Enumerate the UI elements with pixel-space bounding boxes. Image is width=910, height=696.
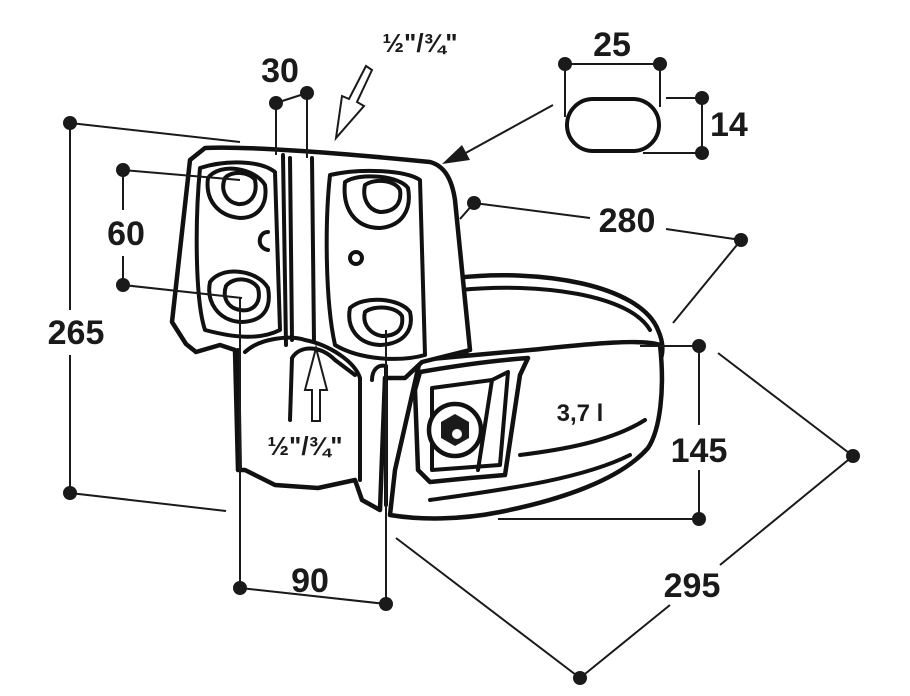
dim-label-14: 14 [710,106,748,144]
left-upper-slot-inner [221,171,258,207]
right-lower-slot-outer [347,297,413,347]
bowl-lower-edge [518,418,647,457]
dimension-280: 280 [459,196,748,324]
drinking-bowl-illustration [169,145,665,521]
dimension-60: 60 [107,163,243,299]
left-small-hole [257,230,270,252]
left-lower-slot-inner [222,277,261,313]
left-mounting-panel [194,160,282,339]
right-mounting-panel [324,168,427,361]
dimension-145: 145 [498,339,727,526]
central-rib-left [281,153,288,347]
dim-endpoint [692,339,706,353]
dim-label-90: 90 [291,562,329,600]
dim-endpoint [653,57,667,71]
left-upper-slot-outer [205,166,268,220]
right-upper-slot-inner [362,178,403,214]
dim-endpoint [558,57,572,71]
dim-endpoint [379,597,393,611]
valve-housing-bevel [476,378,494,472]
dimension-90: 90 [233,298,393,611]
dim-endpoint [116,163,130,177]
valve-pin [452,429,462,439]
central-rib-right [310,156,316,344]
dim-endpoint [300,86,314,100]
left-lower-slot-outer [207,269,271,324]
central-rib-inner [288,156,294,342]
bottom-inlet-label: ½"/¾" [267,431,342,461]
dimension-30: 30 [261,52,314,158]
bottom-inlet-callout: ½"/¾" [267,344,343,461]
right-upper-slot-outer [342,174,411,230]
top-inlet-callout: ½"/¾" [334,28,458,142]
dim-label-60: 60 [107,215,145,253]
right-small-hole [348,250,364,266]
dimension-265: 265 [48,116,241,512]
bowl-rim-inner [458,285,652,332]
slot-pointer-arrow-icon [442,145,470,164]
dim-label-280: 280 [599,202,656,240]
lower-inlet-block [243,335,362,482]
volume-label: 3,7 l [557,400,604,427]
back-plate [169,145,473,513]
dim-endpoint [269,96,283,110]
dim-endpoint [846,449,860,463]
dim-endpoint [695,91,709,105]
dim-endpoint [467,196,481,210]
dim-label-30: 30 [261,52,299,90]
dim-endpoint [573,671,587,685]
lower-inlet-boss [288,346,357,422]
slot-shape [565,97,661,153]
dim-endpoint [233,581,247,595]
dimension-295: 295 [395,352,860,685]
top-inlet-arrow-icon [334,64,374,142]
dim-endpoint [734,233,748,247]
dim-label-145: 145 [671,432,728,470]
dim-endpoint [695,146,709,160]
bottom-inlet-arrow-icon [303,344,329,422]
top-inlet-label: ½"/¾" [382,28,457,58]
valve-housing-face [430,370,510,472]
dim-endpoint [692,512,706,526]
slot-detail: 25 14 [442,26,748,164]
right-lower-slot-inner [362,305,405,338]
dim-endpoint [63,116,77,130]
dim-label-25: 25 [593,26,631,64]
dim-label-265: 265 [48,314,105,352]
bowl-bottom-curve [428,453,632,502]
dim-label-295: 295 [664,567,721,605]
dim-endpoint [63,486,77,500]
dim-endpoint [116,278,130,292]
